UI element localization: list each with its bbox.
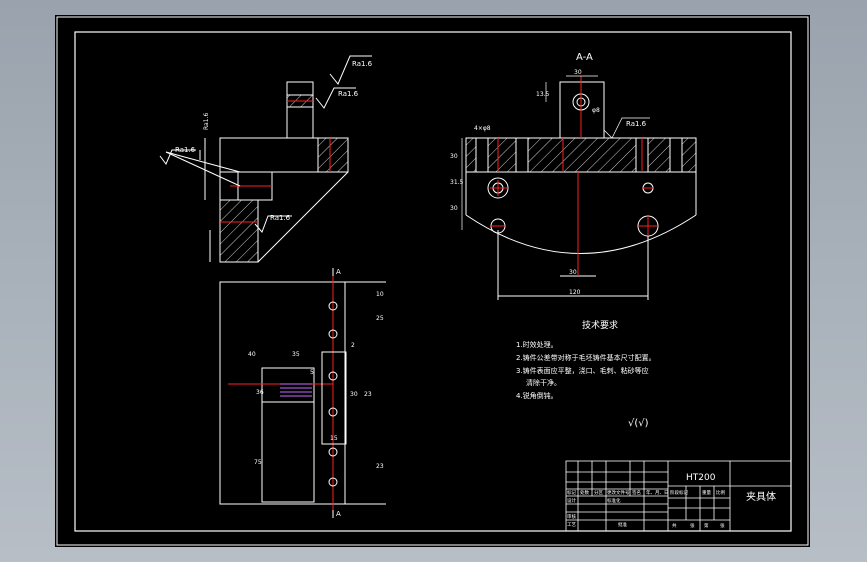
roughness-label-5: Ra1.6 — [626, 120, 647, 128]
dim-plan-5: 36 — [256, 389, 264, 396]
tech-req-line-2: 2.铸件公差带对称于毛坯铸件基本尺寸配置。 — [516, 353, 656, 362]
tb-right-label-1: 阶段标记 — [670, 489, 688, 496]
section-center-lines — [490, 76, 658, 276]
dim-sec-9: φ8 — [592, 107, 600, 114]
dim-sec-3: 120 — [569, 289, 581, 296]
dim-plan-10: 15 — [330, 435, 338, 442]
tb-right-label-2: 重量 — [702, 489, 711, 496]
plan-view-slot — [280, 383, 312, 397]
section-mark-bottom: A — [336, 510, 341, 518]
section-mark-top: A — [336, 268, 341, 276]
tb-row-label-4: 更改文件号 — [607, 489, 630, 496]
dim-plan-1: 40 — [248, 351, 256, 358]
tb-bottom-label-1: 设计 — [567, 497, 576, 504]
surface-finish-symbol: √(√) — [628, 418, 649, 429]
dim-sec-6: 30 — [450, 153, 458, 160]
tb-row-label-2: 处数 — [580, 489, 589, 496]
plan-view — [219, 272, 386, 512]
tb-row-label-6: 年、月、日 — [646, 489, 669, 496]
roughness-label-4: Ra1.6 — [270, 214, 291, 222]
dim-plan-12: 23 — [364, 391, 372, 398]
dim-plan-2: 35 — [292, 351, 300, 358]
roughness-label-1: Ra1.6 — [352, 60, 373, 68]
title-block — [565, 460, 792, 532]
dim-plan-3: 2 — [351, 342, 355, 349]
section-dim-lines — [461, 75, 650, 230]
section-view — [465, 81, 697, 300]
dim-plan-9: 75 — [254, 459, 262, 466]
tech-requirements: 技术要求 1.时效处理。 2.铸件公差带对称于毛坯铸件基本尺寸配置。 3.铸件表… — [516, 319, 656, 429]
tb-bottom-label-5: 批准 — [618, 521, 627, 528]
dim-sec-7: 31.5 — [450, 179, 464, 186]
tb-bottom-label-4: 工艺 — [567, 522, 576, 528]
dim-sec-1: 30 — [574, 69, 582, 76]
dim-sec-2: 13.5 — [536, 91, 550, 98]
dim-plan-8: 25 — [376, 315, 384, 322]
roughness-label-6: Ra1.6 — [203, 113, 210, 130]
dim-sec-5: 4×φ8 — [474, 125, 491, 132]
tb-right-label-7: 张 — [720, 522, 725, 529]
outer-frame — [56, 16, 809, 546]
tb-row-label-5: 签名 — [632, 489, 641, 496]
plan-view-holes — [328, 301, 338, 487]
tb-bottom-label-3: 审核 — [567, 513, 576, 520]
dim-plan-6: 30 — [350, 391, 358, 398]
tb-row-label-1: 标记 — [567, 489, 576, 496]
dim-plan-7: 10 — [376, 291, 384, 298]
section-title: A-A — [576, 52, 593, 63]
dim-plan-11: 23 — [376, 463, 384, 470]
material-label: HT200 — [686, 473, 716, 483]
tb-bottom-label-2: 标准化 — [607, 497, 621, 504]
roughness-ticks — [159, 55, 372, 233]
tech-req-line-3: 3.铸件表面应平整，浇口、毛刺、粘砂等应 — [516, 366, 649, 375]
tech-req-line-4: 清除干净。 — [526, 378, 561, 387]
tech-req-line-1: 1.时效处理。 — [516, 340, 558, 349]
tb-row-label-3: 分区 — [594, 489, 603, 496]
tb-right-label-3: 比例 — [716, 489, 725, 496]
tech-req-title: 技术要求 — [582, 319, 618, 331]
dim-plan-4: 5 — [310, 369, 314, 376]
tb-right-label-6: 第 — [704, 522, 709, 529]
dim-sec-4: 30 — [569, 269, 577, 276]
part-name: 夹具体 — [746, 490, 776, 503]
tech-req-line-5: 4.锐角倒钝。 — [516, 391, 558, 400]
tb-right-label-4: 共 — [672, 522, 677, 529]
sheet-background — [55, 15, 810, 547]
dim-sec-8: 30 — [450, 205, 458, 212]
side-view — [165, 81, 349, 263]
roughness-label-2: Ra1.6 — [338, 90, 359, 98]
inner-frame — [74, 31, 792, 532]
tb-right-label-5: 张 — [690, 522, 695, 529]
